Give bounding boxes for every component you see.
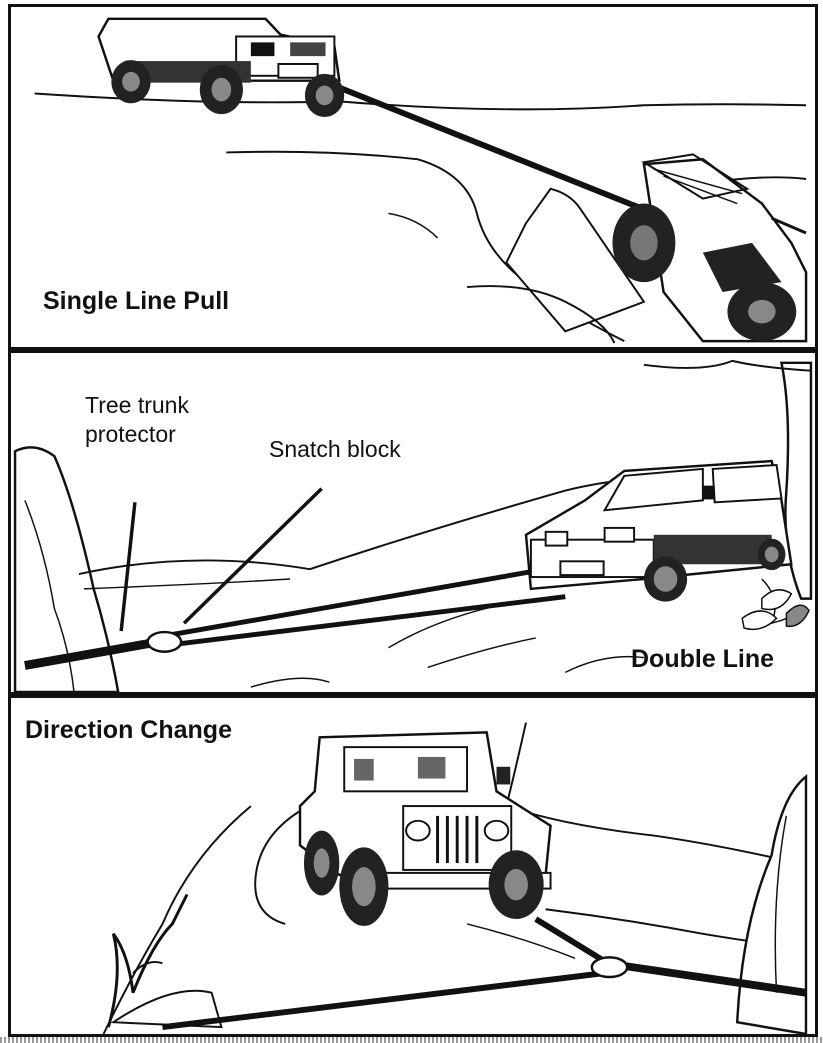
- callout-snatch-block: Snatch block: [269, 435, 401, 464]
- winch-cable-long: [162, 973, 604, 1027]
- callout-line-snatch-block: [184, 489, 322, 624]
- terrain-detail: [428, 638, 536, 667]
- title-double-line: Double Line: [631, 645, 774, 674]
- atv-vehicle: [612, 154, 806, 341]
- panel-double-line: Tree trunk protector Snatch block Double…: [8, 350, 818, 695]
- snatch-block-pulley: [592, 957, 627, 977]
- snatch-block-pulley: [148, 632, 181, 652]
- direction-change-illustration: [11, 698, 815, 1034]
- scan-edge-texture: [0, 1037, 823, 1043]
- winch-cable-lower: [162, 597, 565, 646]
- hill-detail: [84, 579, 290, 589]
- panel-single-line-pull: Single Line Pull: [8, 4, 818, 350]
- callout-tree-trunk-protector: Tree trunk protector: [85, 391, 189, 449]
- jeep-vehicle: [300, 732, 551, 926]
- title-single-line-pull: Single Line Pull: [43, 287, 229, 316]
- terrain-detail: [467, 924, 575, 958]
- horizon-line: [35, 93, 806, 109]
- winch-cable: [339, 88, 649, 212]
- suv-vehicle: [99, 19, 345, 117]
- terrain-detail: [388, 213, 437, 238]
- panel-direction-change: Direction Change: [8, 695, 818, 1037]
- far-hill: [506, 723, 806, 865]
- right-rock: [737, 777, 806, 1034]
- winch-cable-upper: [153, 569, 546, 638]
- winch-cable-from-jeep: [536, 919, 605, 961]
- suv-vehicle: [526, 461, 791, 602]
- title-direction-change: Direction Change: [25, 716, 232, 745]
- road-edge-inner: [255, 811, 300, 924]
- terrain-detail: [251, 678, 330, 687]
